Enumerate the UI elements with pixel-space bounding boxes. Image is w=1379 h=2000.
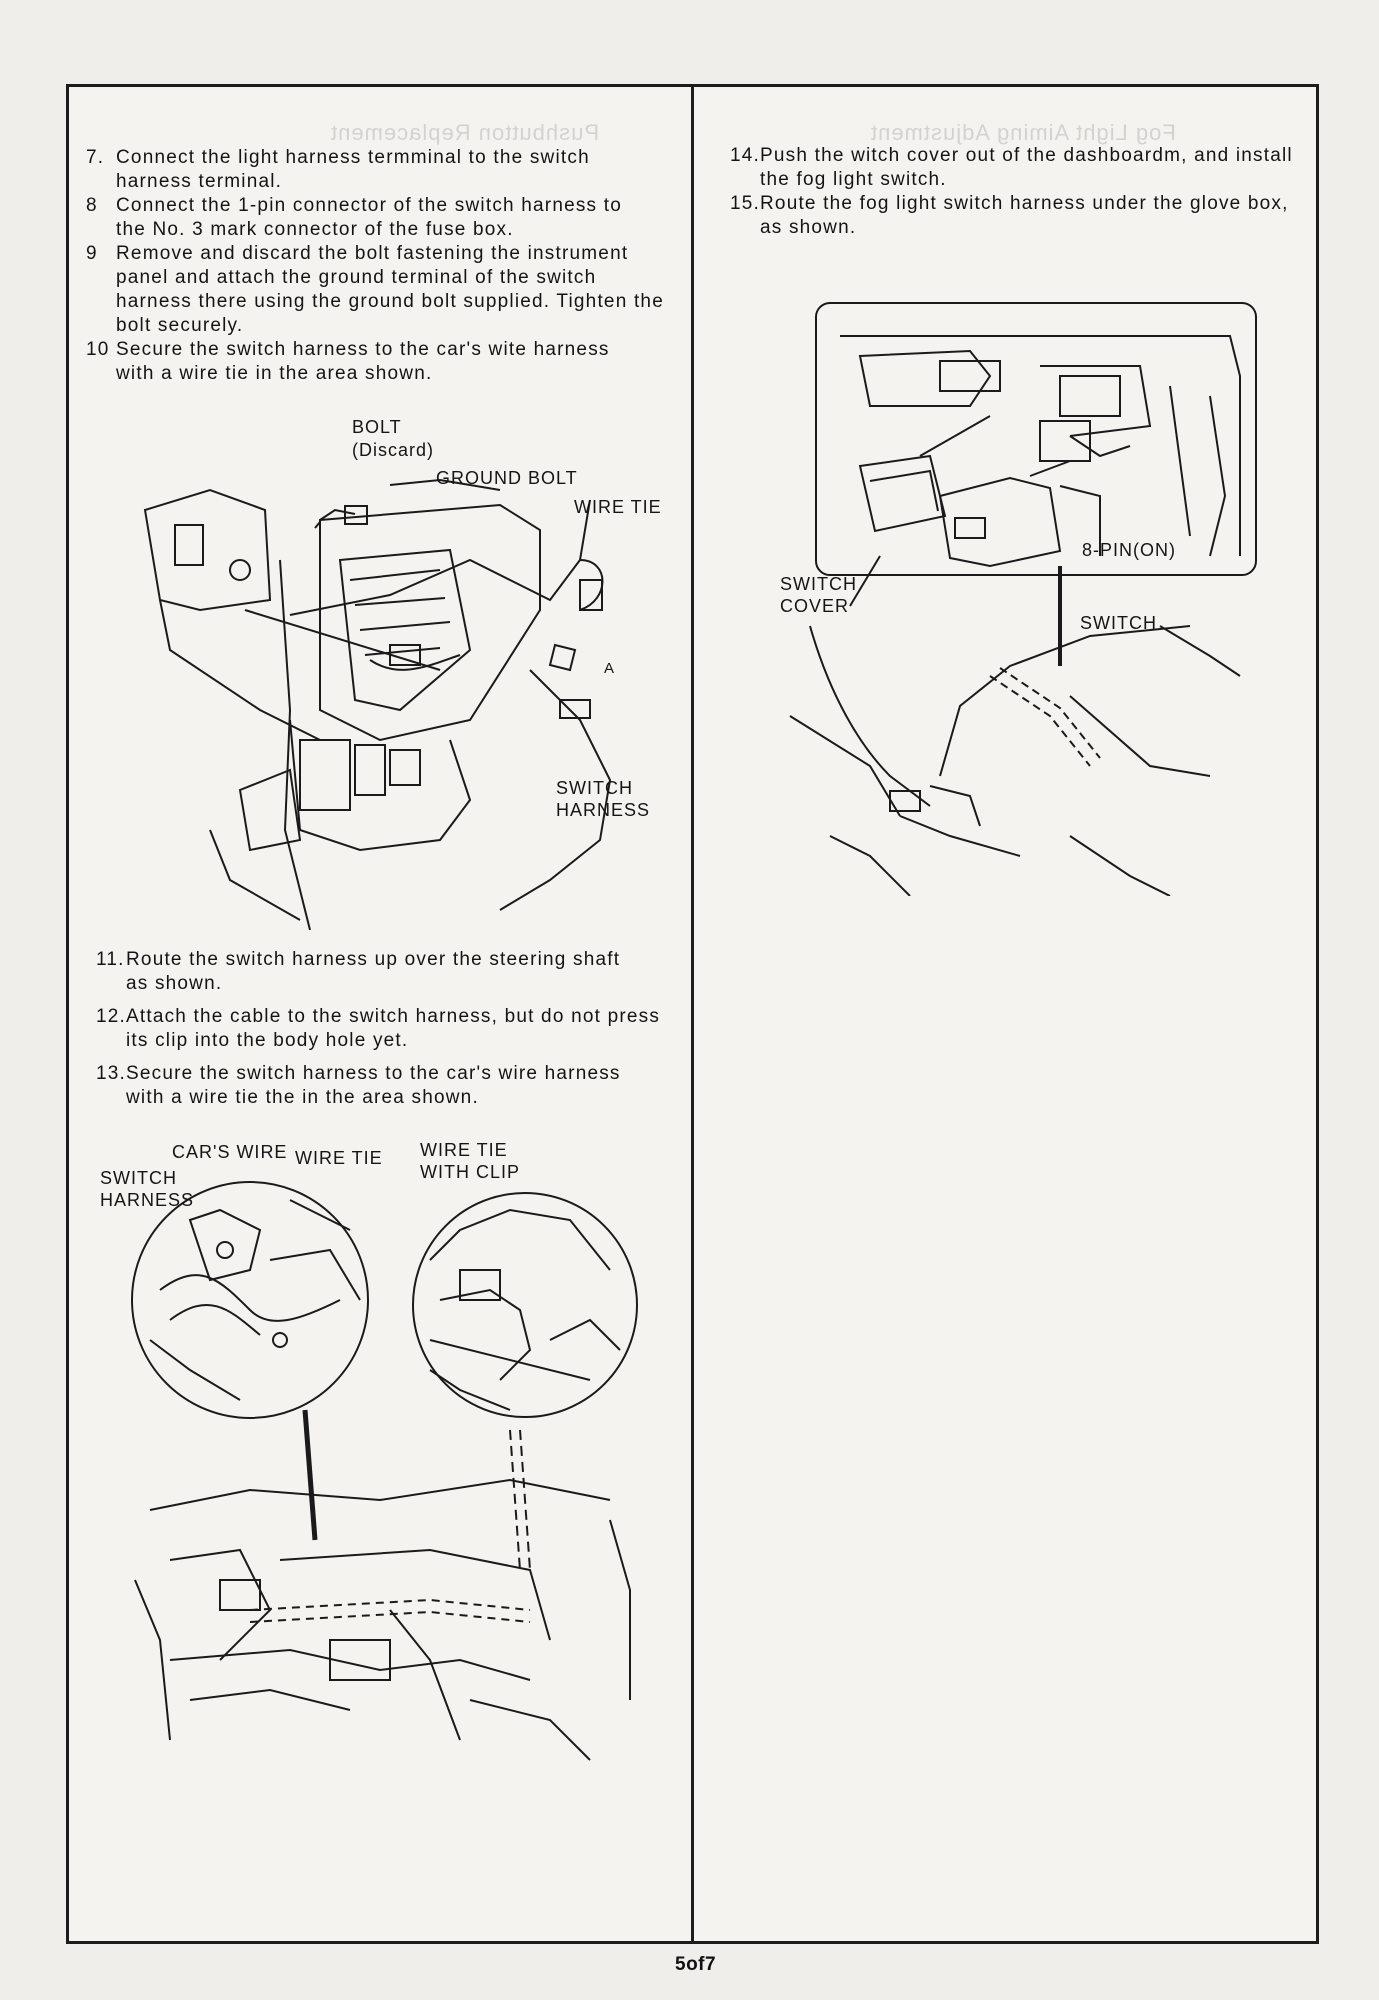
step-13: 13. Secure the switch harness to the car… [96,1063,621,1108]
label-discard: (Discard) [352,440,435,460]
label-wire-tie-2: WIRE TIE [295,1148,383,1168]
instruction-sheet [66,84,1319,1944]
column-divider [691,87,694,1941]
step-10: 10 Secure the switch harness to the car'… [86,339,610,384]
step-12: 12. Attach the cable to the switch harne… [96,1006,661,1051]
label-switch-3: SWITCH [1080,613,1157,633]
step-14: 14. Push the witch cover out of the dash… [730,145,1293,190]
bleed-through-text: Fog Light Aiming Adjustment [870,120,1176,145]
page-number: 5of7 [675,1954,717,1975]
label-harness: HARNESS [556,800,651,820]
figure-fuse-box-ground-bolt [140,410,660,930]
label-cars-wire: CAR'S WIRE [172,1142,288,1162]
step-7: 7. Connect the light harness termminal t… [86,147,590,192]
label-switch-cover-1: SWITCH [780,574,857,594]
label-ground-bolt: GROUND BOLT [436,468,578,488]
bleed-through-text: Pushbutton Replacement [330,120,600,145]
step-9: 9 Remove and discard the bolt fastening … [86,243,664,336]
figure-steering-harness-route [130,1140,650,1780]
label-wire-tie: WIRE TIE [574,497,662,517]
figure-fog-light-switch [770,296,1270,896]
step-8: 8 Connect the 1-pin connector of the swi… [86,195,622,240]
step-15: 15. Route the fog light switch harness u… [730,193,1289,238]
label-switch: SWITCH [556,778,633,798]
label-switch-2: SWITCH [100,1168,177,1188]
label-marker-a: A [604,660,616,677]
label-bolt: BOLT [352,417,402,437]
step-11: 11. Route the switch harness up over the… [96,949,621,994]
label-harness-2: HARNESS [100,1190,195,1210]
label-wire-tie-clip-1: WIRE TIE [420,1140,508,1160]
label-wire-tie-clip-2: WITH CLIP [420,1162,521,1182]
label-switch-cover-2: COVER [780,596,850,616]
label-8-pin-on: 8-PIN(ON) [1082,540,1176,560]
